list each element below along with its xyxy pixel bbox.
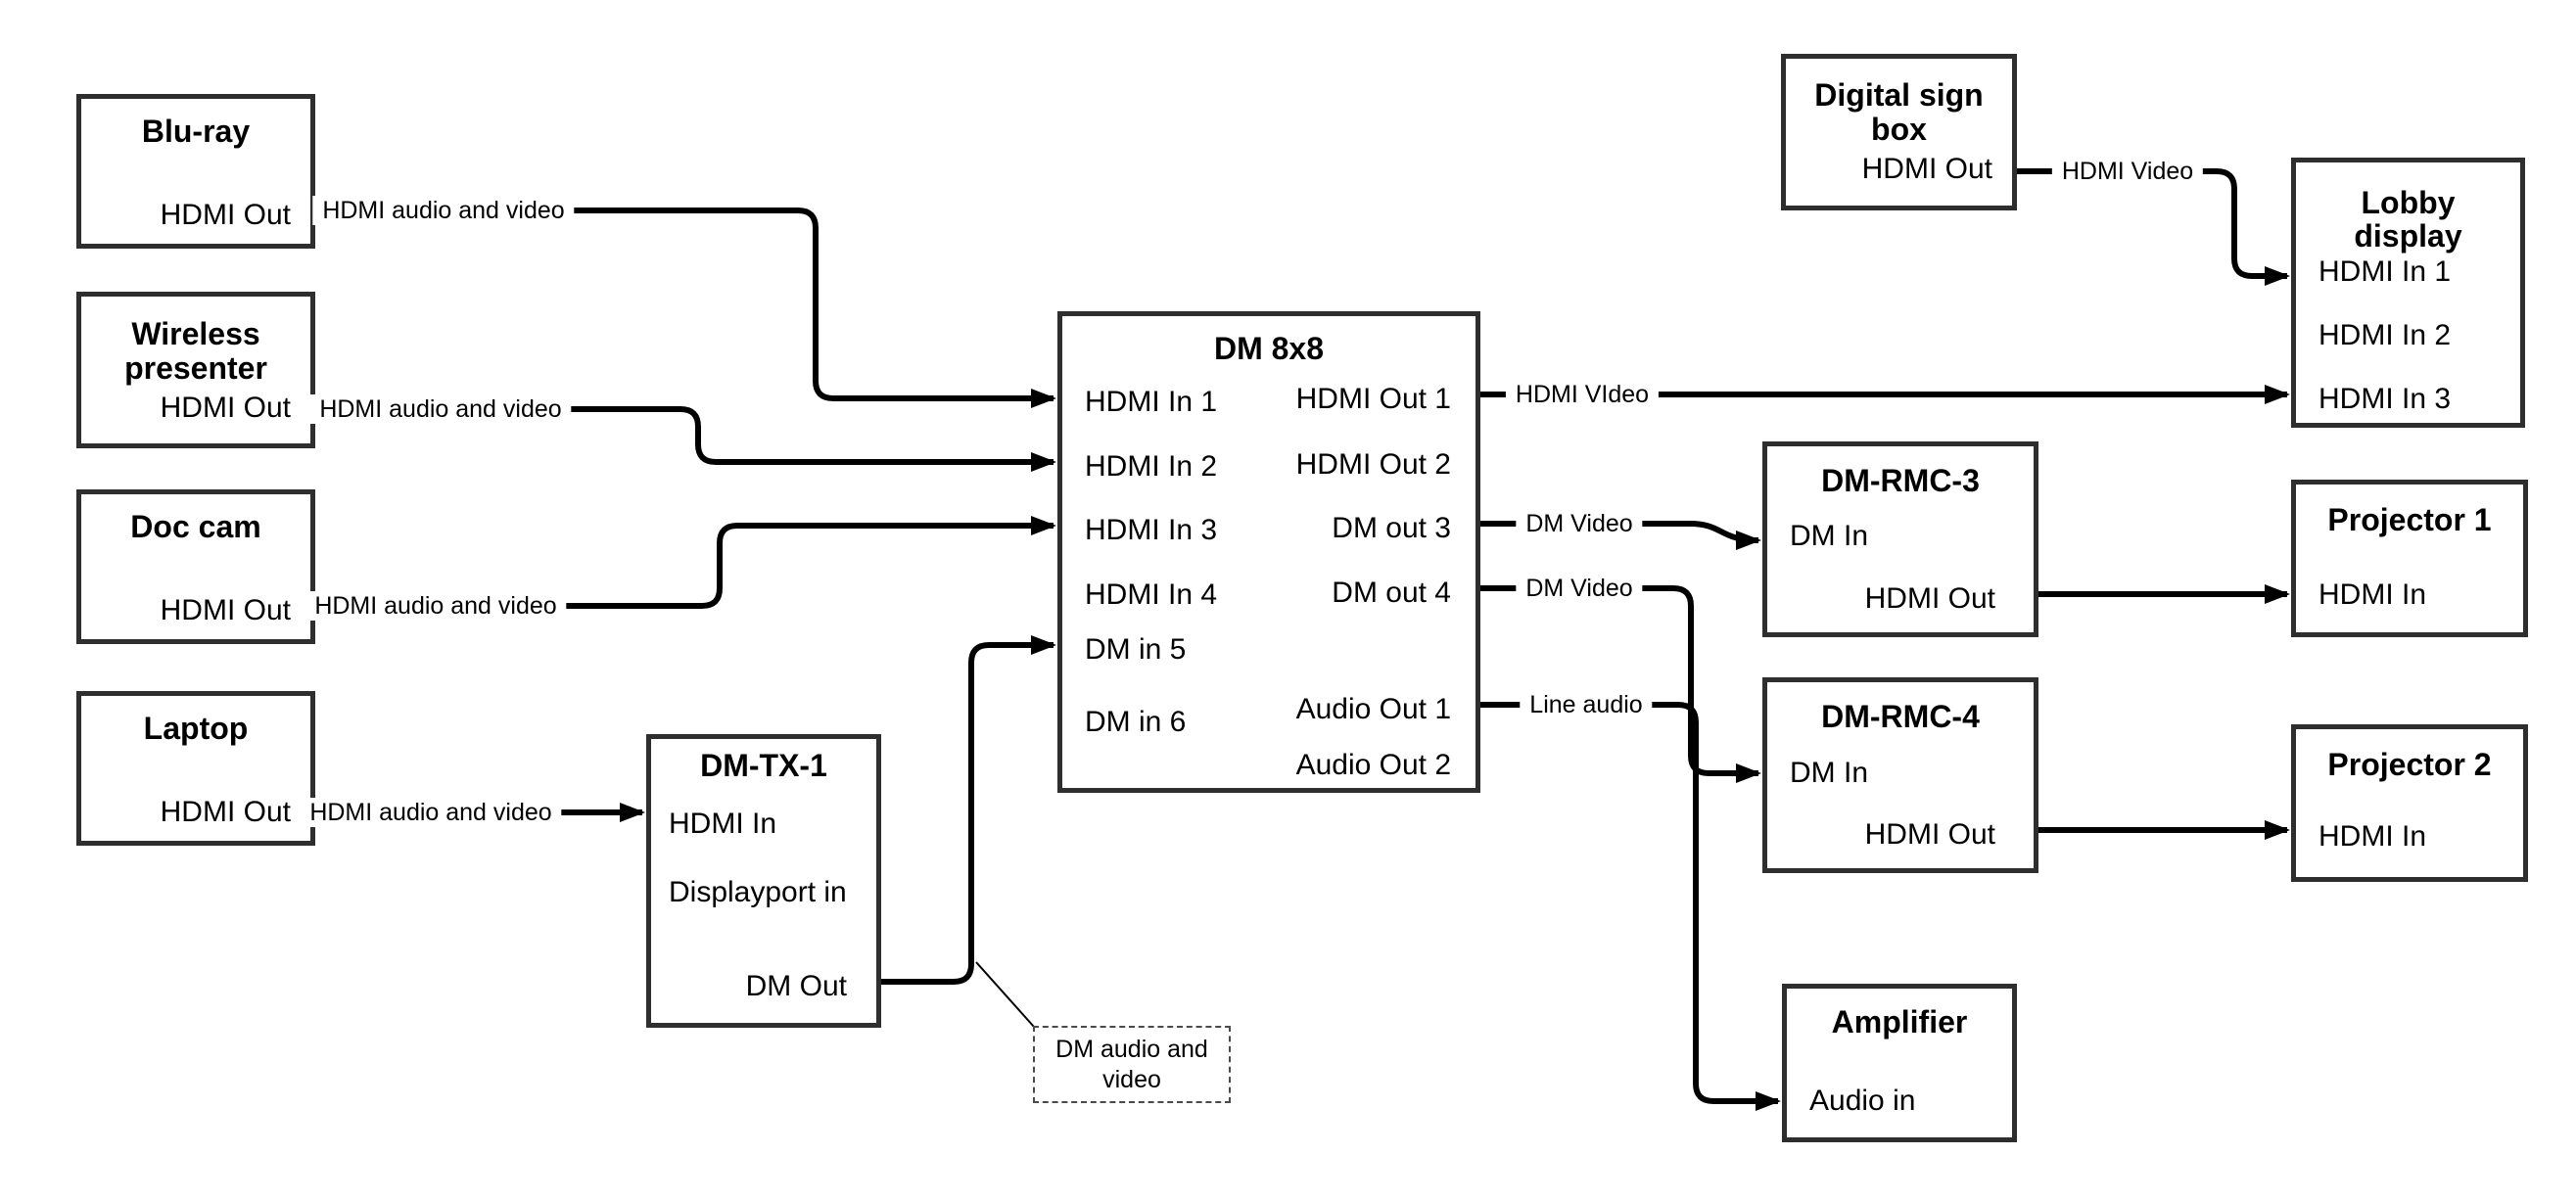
port-dm-in: DM In	[1790, 757, 1869, 789]
node-dm-8x8: DM 8x8 HDMI In 1 HDMI In 2 HDMI In 3 HDM…	[1057, 311, 1480, 793]
port-hdmi-in-1: HDMI In 1	[1085, 386, 1218, 418]
port-hdmi-out: HDMI Out	[1861, 153, 1992, 185]
port-hdmi-out: HDMI Out	[1864, 582, 1995, 615]
wire-label-hdmi-video-digital-sign: HDMI Video	[2051, 157, 2204, 186]
node-title: Lobby display	[2296, 186, 2520, 253]
wire-bluray-to-dm8x8-hdmi-in-1	[315, 208, 1056, 408]
wire-label-dm-video-out4: DM Video	[1516, 574, 1643, 603]
port-hdmi-in: HDMI In	[669, 808, 777, 840]
port-hdmi-in-2: HDMI In 2	[2318, 319, 2452, 351]
node-dm-rmc-3: DM-RMC-3 DM In HDMI Out	[1762, 441, 2038, 637]
port-hdmi-in-4: HDMI In 4	[1085, 578, 1218, 611]
node-title-line: Wireless	[131, 316, 260, 351]
node-title: Blu-ray	[141, 114, 251, 149]
node-title-line: Digital sign	[1814, 77, 1984, 113]
node-title: Wireless presenter	[81, 317, 310, 386]
node-title: DM-TX-1	[700, 748, 827, 783]
node-laptop: Laptop HDMI Out	[76, 691, 315, 846]
port-hdmi-out: HDMI Out	[1864, 818, 1995, 851]
port-hdmi-out-1: HDMI Out 1	[1295, 383, 1451, 415]
wire-wireless-to-dm8x8-hdmi-in-2	[315, 406, 1056, 472]
port-hdmi-out: HDMI Out	[160, 392, 291, 424]
callout-line: video	[1102, 1065, 1161, 1093]
port-hdmi-out: HDMI Out	[160, 594, 291, 626]
port-dm-in-6: DM in 6	[1085, 706, 1187, 738]
port-dm-out: DM Out	[745, 970, 847, 1002]
node-bluray: Blu-ray HDMI Out	[76, 94, 315, 249]
port-dm-out-4: DM out 4	[1332, 577, 1451, 609]
port-dm-out-3: DM out 3	[1332, 512, 1451, 544]
node-doc-cam: Doc cam HDMI Out	[76, 489, 315, 644]
node-title: Projector 2	[2327, 747, 2492, 782]
port-hdmi-in: HDMI In	[2318, 578, 2427, 611]
node-lobby-display: Lobby display HDMI In 1 HDMI In 2 HDMI I…	[2291, 158, 2525, 428]
node-title-line: Lobby	[2361, 185, 2456, 220]
node-title: Projector 1	[2327, 502, 2492, 537]
wire-dm8x8-audio-out-1-to-amplifier	[1480, 702, 1781, 1111]
wire-label-hdmi-audio-video-doccam: HDMI audio and video	[304, 591, 567, 621]
node-title-line: display	[2354, 218, 2462, 254]
callout-leader-line	[975, 961, 1035, 1028]
node-title: Laptop	[143, 711, 249, 746]
port-hdmi-out: HDMI Out	[160, 796, 291, 828]
node-title: Amplifier	[1831, 1004, 1968, 1039]
node-title: DM-RMC-4	[1821, 699, 1980, 734]
node-title: DM 8x8	[1213, 331, 1325, 366]
wire-digital-sign-to-lobby-hdmi-in-1	[2017, 168, 2290, 286]
port-audio-in: Audio in	[1809, 1085, 1916, 1117]
node-digital-sign-box: Digital sign box HDMI Out	[1781, 54, 2017, 210]
wire-label-hdmi-audio-video-laptop: HDMI audio and video	[300, 798, 562, 827]
node-title: DM-RMC-3	[1821, 463, 1980, 498]
port-dm-in-5: DM in 5	[1085, 633, 1187, 666]
node-title-line: presenter	[124, 350, 267, 386]
port-hdmi-out: HDMI Out	[160, 199, 291, 231]
node-wireless-presenter: Wireless presenter HDMI Out	[76, 292, 315, 448]
node-dm-tx-1: DM-TX-1 HDMI In Displayport in DM Out	[646, 734, 881, 1028]
node-projector-1: Projector 1 HDMI In	[2291, 480, 2528, 637]
node-title: Doc cam	[130, 509, 261, 544]
wire-label-hdmi-audio-video-wireless: HDMI audio and video	[309, 394, 572, 424]
callout-dm-audio-and-video: DM audio and video	[1033, 1026, 1231, 1103]
port-hdmi-in-3: HDMI In 3	[1085, 514, 1218, 546]
port-hdmi-in: HDMI In	[2318, 820, 2427, 853]
node-projector-2: Projector 2 HDMI In	[2291, 724, 2528, 882]
wire-label-dm-video-out3: DM Video	[1516, 509, 1643, 538]
port-hdmi-in-3: HDMI In 3	[2318, 383, 2452, 415]
node-dm-rmc-4: DM-RMC-4 DM In HDMI Out	[1762, 677, 2038, 873]
wire-dmtx1-dm-out-to-dm8x8-dm-in-5	[881, 635, 1056, 985]
port-dm-in: DM In	[1790, 520, 1869, 552]
wire-dm8x8-dm-out-3-to-dmrmc3-dm-in	[1480, 521, 1761, 550]
callout-line: DM audio and	[1055, 1035, 1208, 1063]
port-audio-out-2: Audio Out 2	[1295, 749, 1451, 781]
node-title: Digital sign box	[1786, 78, 2012, 147]
wire-label-line-audio: Line audio	[1520, 690, 1653, 719]
port-hdmi-in-1: HDMI In 1	[2318, 255, 2452, 288]
node-title-line: box	[1871, 112, 1927, 147]
wire-label-hdmi-audio-video-bluray: HDMI audio and video	[312, 196, 575, 225]
port-displayport-in: Displayport in	[669, 876, 847, 908]
wire-dm8x8-dm-out-4-to-dmrmc4-dm-in	[1480, 585, 1761, 783]
wire-label-hdmi-video-out1: HDMI VIdeo	[1505, 380, 1660, 409]
port-hdmi-out-2: HDMI Out 2	[1295, 448, 1451, 481]
port-hdmi-in-2: HDMI In 2	[1085, 450, 1218, 483]
port-audio-out-1: Audio Out 1	[1295, 693, 1451, 725]
wire-doccam-to-dm8x8-hdmi-in-3	[315, 516, 1056, 609]
node-amplifier: Amplifier Audio in	[1782, 984, 2017, 1142]
